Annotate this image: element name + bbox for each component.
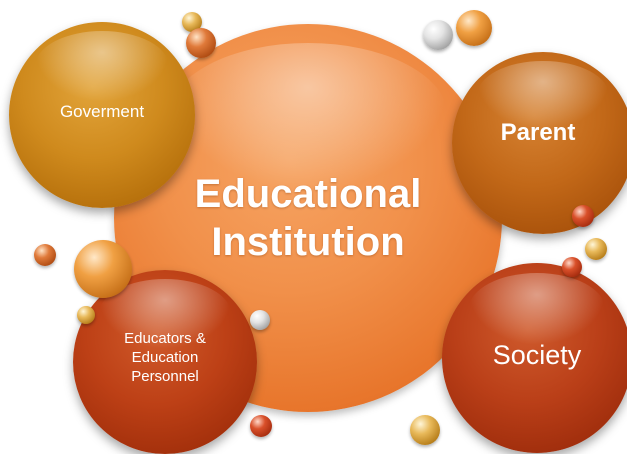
center-label-line1: Educational	[194, 172, 422, 216]
decorative-bead	[182, 12, 202, 32]
node-parent-label: Parent	[500, 119, 576, 146]
node-society-label: Society	[492, 339, 582, 370]
node-educators: Educators & Education Personnel	[73, 270, 257, 454]
decorative-bead	[186, 28, 216, 58]
node-educators-label: Educators & Education Personnel	[124, 329, 206, 386]
educators-label-line1: Educators &	[124, 329, 206, 347]
decorative-bead	[77, 306, 95, 324]
decorative-bead	[250, 415, 272, 437]
decorative-bead	[74, 240, 132, 298]
node-government-label: Goverment	[59, 102, 145, 121]
decorative-bead	[572, 205, 594, 227]
node-society: Society	[442, 263, 627, 453]
center-node-label: Educational Institution	[195, 170, 422, 266]
educators-label-line3: Personnel	[131, 367, 199, 385]
decorative-bead	[250, 310, 270, 330]
node-government: Goverment	[9, 22, 195, 208]
decorative-bead	[34, 244, 56, 266]
decorative-bead	[562, 257, 582, 277]
educators-label-line2: Education	[131, 348, 199, 366]
decorative-bead	[456, 10, 492, 46]
decorative-bead	[585, 238, 607, 260]
node-parent: Parent	[452, 52, 627, 234]
decorative-bead	[410, 415, 440, 445]
decorative-bead	[423, 20, 453, 50]
center-label-line2: Institution	[211, 220, 405, 264]
